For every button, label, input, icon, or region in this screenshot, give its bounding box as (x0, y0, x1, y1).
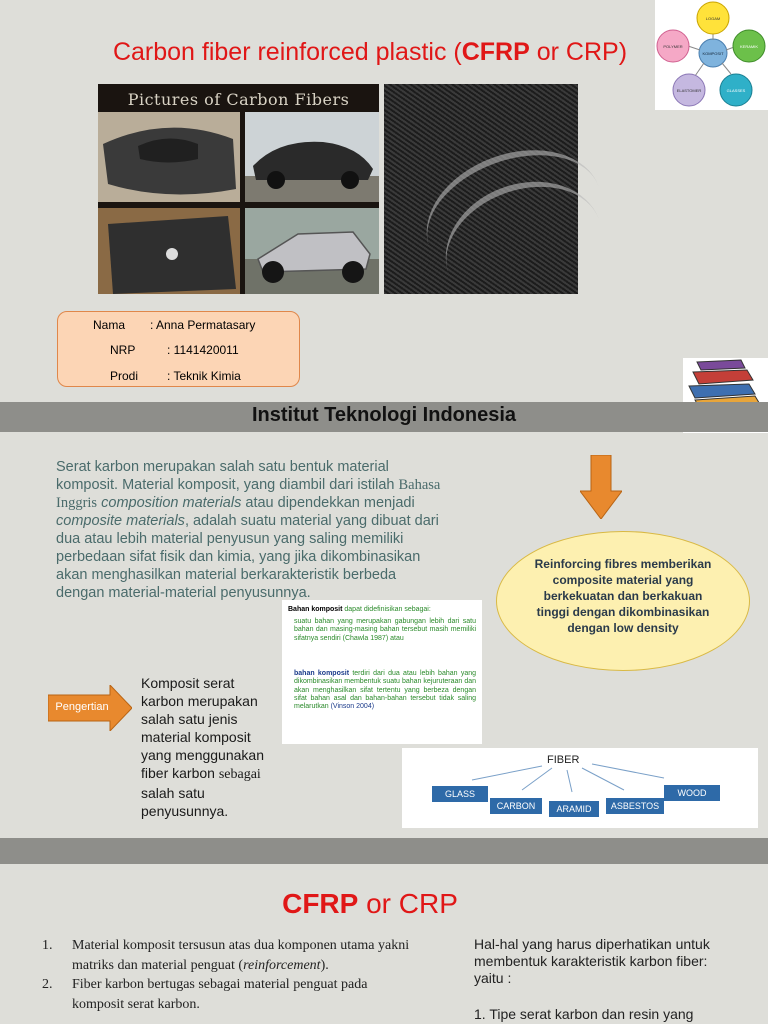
hood-scoop-shape (138, 138, 198, 163)
fiber-asbestos: ASBESTOS (606, 798, 664, 814)
reinforcing-fibres-ellipse: Reinforcing fibres memberikan composite … (496, 531, 750, 671)
car-wheel-rear (341, 171, 359, 189)
characteristics-item: 1. Tipe serat karbon dan resin yang (474, 1006, 694, 1022)
characteristics-text: Hal-hal yang harus diperhatikan untuk me… (474, 936, 734, 1023)
right-arrow-icon (48, 685, 132, 731)
list-item: 1.Material komposit tersusun atas dua ko… (42, 938, 410, 973)
slide3-title: CFRP or CRP (282, 888, 458, 919)
komposit-text: Komposit serat karbon merupakan salah sa… (141, 675, 264, 819)
fiber-types-diagram: FIBER GLASS CARBON ARAMID ASBESTOS WOOD (402, 748, 758, 828)
node-label-glasses: GLASSES (727, 88, 746, 93)
composite-center-label: KOMPOSIT (702, 51, 724, 56)
pengertian-arrow: Pengertian (48, 685, 132, 731)
node-label-elastomer: ELASTOMER (677, 88, 702, 93)
carbon-fabric-photo (384, 84, 621, 334)
definition-paragraph: Serat karbon merupakan salah satu bentuk… (56, 459, 441, 601)
info-value: : 1141420011 (167, 343, 239, 357)
node-polymer (656, 29, 690, 63)
fiber-carbon: CARBON (490, 798, 542, 814)
definition-point-2: bahan komposit terdiri dari dua atau leb… (294, 670, 476, 711)
definition-heading: Bahan komposit dapat didefinisikan sebag… (288, 606, 431, 613)
node-glasses (719, 73, 753, 107)
info-label: Nama (93, 318, 126, 332)
node-label-polymer: POLYMER (663, 44, 682, 49)
fiber-wood: WOOD (664, 785, 720, 801)
down-arrow-icon (580, 455, 622, 519)
collage-title: Pictures of Carbon Fibers (127, 90, 350, 109)
node-label-logam: LOGAM (706, 16, 720, 21)
logo-icon (166, 248, 178, 260)
info-value: : Anna Permatasary (150, 318, 256, 332)
buggy-wheel-front (262, 261, 284, 283)
buggy-wheel-rear (342, 261, 364, 283)
student-info-box: Nama : Anna Permatasary NRP : 1141420011… (57, 311, 300, 387)
fiber-glass: GLASS (432, 786, 488, 802)
node-logam (696, 1, 730, 35)
definition-box: Bahan komposit dapat didefinisikan sebag… (282, 600, 482, 744)
slide-separator-band (0, 838, 768, 864)
info-label: Prodi (110, 369, 139, 383)
ellipse-text: Reinforcing fibres memberikan composite … (534, 557, 712, 635)
list-item: 2.Fiber karbon bertugas sebagai material… (42, 977, 368, 1012)
node-keramik (732, 29, 766, 63)
institution-name: Institut Teknologi Indonesia (251, 404, 517, 426)
characteristics-intro: Hal-hal yang harus diperhatikan untuk me… (474, 936, 710, 986)
node-label-keramik: KERAMIK (740, 44, 758, 49)
node-elastomer (672, 73, 706, 107)
carbon-fiber-collage: Pictures of Carbon Fibers (98, 84, 379, 294)
sports-car-body (253, 141, 373, 180)
institution-band (0, 402, 768, 432)
cfrp-list: 1.Material komposit tersusun atas dua ko… (42, 936, 422, 1014)
fiber-aramid: ARAMID (549, 801, 599, 817)
composite-diagram: KOMPOSIT LOGAM KERAMIK GLASSES ELASTOMER… (655, 0, 768, 110)
collage-pictures (98, 112, 379, 294)
slide1-title: Carbon fiber reinforced plastic (CFRP or… (112, 38, 628, 66)
pengertian-label: Pengertian (55, 701, 109, 713)
fiber-connectors (471, 763, 665, 793)
definition-point-1: suatu bahan yang merupakan gabungan lebi… (294, 618, 476, 642)
fiber-root-label: FIBER (547, 754, 580, 766)
info-label: NRP (110, 343, 136, 357)
info-value: : Teknik Kimia (167, 369, 241, 383)
car-wheel-front (267, 171, 285, 189)
